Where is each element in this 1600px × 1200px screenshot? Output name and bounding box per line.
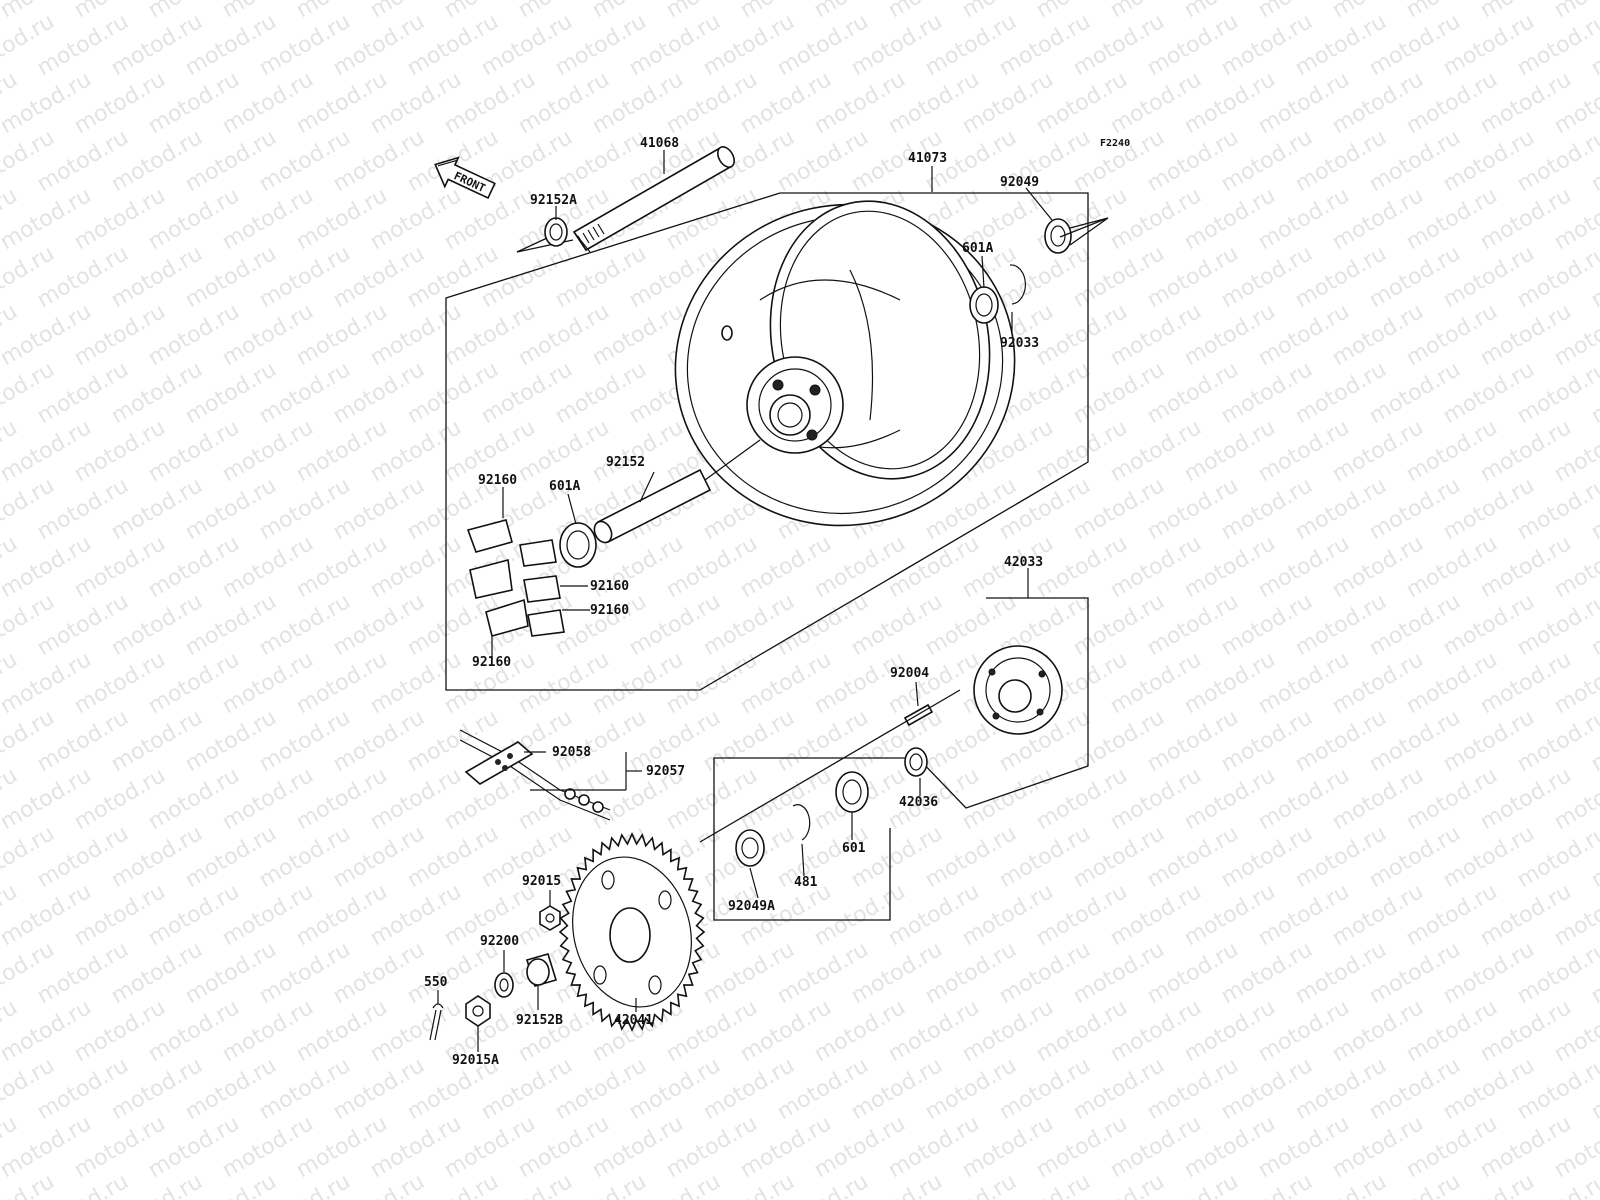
label-550: 550 <box>424 975 448 990</box>
bearing-601A-mid <box>559 522 597 568</box>
bearing-601A-top <box>969 286 999 324</box>
label-92200: 92200 <box>480 934 519 949</box>
label-92160-a: 92160 <box>478 473 517 488</box>
label-92049: 92049 <box>1000 175 1039 190</box>
coupling-42033 <box>973 645 1063 735</box>
figure-code: F2240 <box>1100 138 1130 149</box>
label-92160-d: 92160 <box>472 655 511 670</box>
collar-92152B <box>525 953 558 987</box>
label-92152: 92152 <box>606 455 645 470</box>
label-92049A: 92049A <box>728 899 775 914</box>
label-92004: 92004 <box>890 666 929 681</box>
label-92015: 92015 <box>522 874 561 889</box>
part-labels: 41068 41073 92152A 92049 601A 92033 9216… <box>424 136 1043 1068</box>
leader-lines <box>437 150 1053 1052</box>
seal-92049 <box>1044 218 1072 254</box>
collar-42036 <box>904 747 928 777</box>
sprocket-42041 <box>558 832 706 1032</box>
label-92033: 92033 <box>1000 336 1039 351</box>
label-481: 481 <box>794 875 818 890</box>
chain-92057 <box>459 729 611 821</box>
label-601A-mid: 601A <box>549 479 580 494</box>
label-92057: 92057 <box>646 764 685 779</box>
dampers-92160 <box>466 519 565 637</box>
label-92160-b: 92160 <box>590 579 629 594</box>
collar-92152A <box>544 217 568 247</box>
label-41068: 41068 <box>640 136 679 151</box>
label-601: 601 <box>842 841 866 856</box>
nut-92015A <box>465 995 491 1027</box>
wheel-41073 <box>674 200 1016 527</box>
circlip-481 <box>792 804 811 841</box>
label-92152B: 92152B <box>516 1013 563 1028</box>
label-41073: 41073 <box>908 151 947 166</box>
spacer-92152 <box>593 439 761 544</box>
bearing-601 <box>835 771 869 813</box>
wheel-assembly-frame <box>445 192 1089 691</box>
washer-92200 <box>494 972 514 998</box>
label-42033: 42033 <box>1004 555 1043 570</box>
nut-92015 <box>539 905 561 931</box>
axle-41068 <box>516 146 735 253</box>
label-42036: 42036 <box>899 795 938 810</box>
label-92058: 92058 <box>552 745 591 760</box>
label-92015A: 92015A <box>452 1053 499 1068</box>
label-92152A: 92152A <box>530 193 577 208</box>
seal-92049A <box>735 829 765 867</box>
label-601A-top: 601A <box>962 241 993 256</box>
label-92160-c: 92160 <box>590 603 629 618</box>
circlip-92033 <box>1009 264 1026 305</box>
label-42041: 42041 <box>614 1013 653 1028</box>
